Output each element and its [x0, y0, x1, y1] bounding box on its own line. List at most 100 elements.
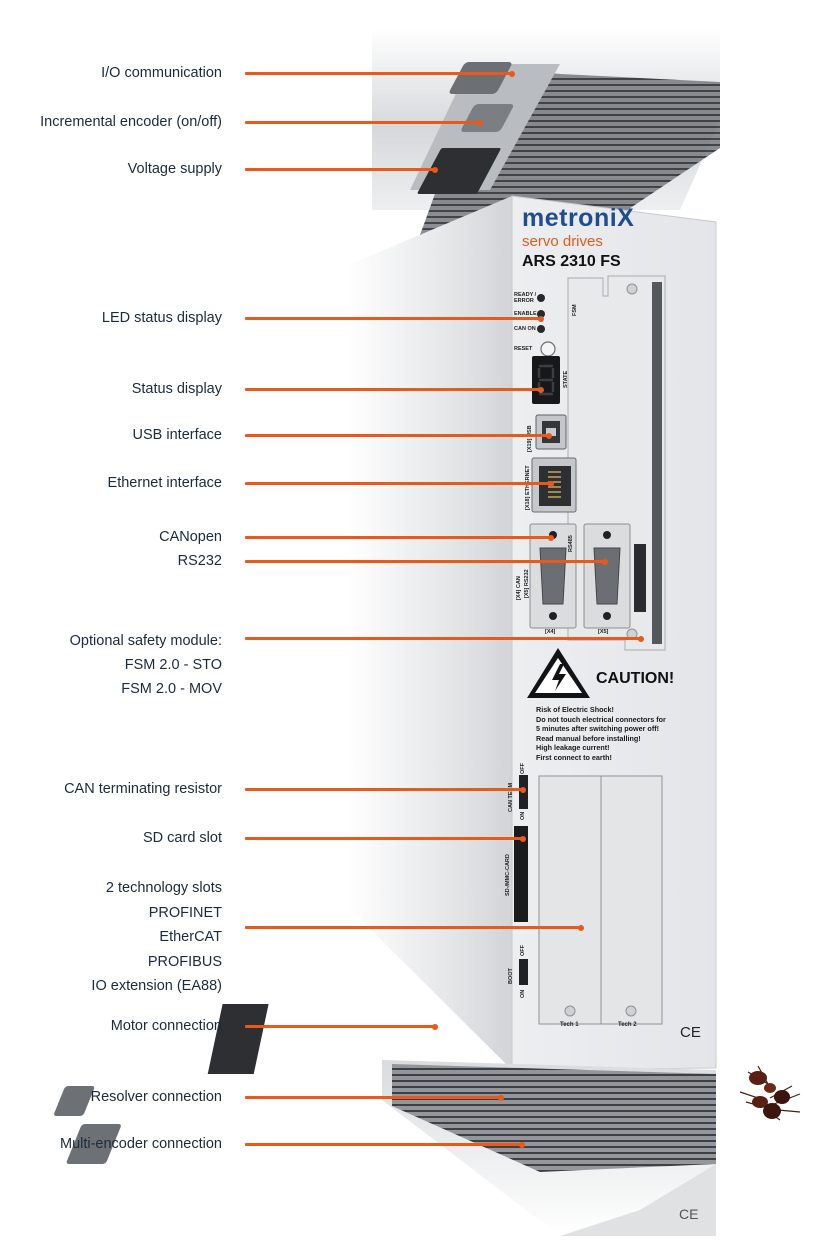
resolver-connector — [54, 1086, 95, 1116]
callout-line: RS232 — [177, 553, 222, 569]
callout-line: Multi-encoder connection — [59, 1136, 222, 1152]
reset-label: RESET — [514, 346, 533, 352]
led-can — [537, 325, 545, 333]
caution-line: Do not touch electrical connectors for — [536, 714, 666, 724]
leader-line — [245, 432, 552, 439]
callout-line: Motor connection — [110, 1018, 222, 1034]
callout-line: EtherCAT — [159, 929, 222, 945]
tech-slot-1 — [538, 775, 602, 1025]
caution-line: High leakage current! — [536, 743, 610, 753]
callout-line: Voltage supply — [127, 161, 222, 177]
tech-slot-2 — [600, 775, 663, 1025]
callout-label: Status display — [132, 380, 222, 398]
callout-line: 2 technology slots — [105, 880, 222, 896]
x5-label: [X5] — [598, 629, 609, 635]
can-label: [X4] CAN — [516, 576, 522, 600]
callout-line: CAN terminating resistor — [64, 781, 222, 797]
callout-label: 2 technology slots PROFINET EtherCAT PRO… — [91, 876, 222, 999]
ce-mark: CE — [680, 1024, 701, 1041]
leader-line — [245, 1023, 438, 1030]
callout-line: USB interface — [132, 427, 222, 443]
callout-line: FSM 2.0 - MOV — [121, 681, 222, 697]
callout-label: Voltage supply — [128, 160, 222, 178]
callout-label: I/O communication — [101, 64, 222, 82]
caution-line: Risk of Electric Shock! — [536, 705, 614, 714]
motor-connector — [207, 1004, 269, 1074]
leader-line — [245, 924, 584, 931]
leader-line — [245, 315, 544, 322]
led-ready-label: READY / ERROR — [514, 292, 537, 304]
callout-line: FSM 2.0 - STO — [124, 657, 222, 673]
callout-line: LED status display — [101, 310, 222, 326]
model-label: ARS 2310 FS — [522, 253, 621, 270]
boot-switch[interactable] — [519, 959, 528, 985]
callout-line: IO extension (EA88) — [91, 978, 222, 994]
callout-line: Ethernet interface — [107, 475, 222, 491]
led-can-label: CAN ON — [514, 326, 536, 332]
leader-line — [245, 635, 644, 642]
sd-card-slot — [514, 826, 528, 922]
ce-mark-bottom: CE — [679, 1206, 699, 1222]
leader-line — [245, 119, 483, 126]
callout-label: Resolver connection — [91, 1088, 222, 1106]
encoder-connector — [461, 104, 514, 132]
brand-logo: metroniX — [522, 204, 635, 232]
bottom-connector-module — [54, 1004, 716, 1236]
ant-figure — [739, 1065, 801, 1121]
caution-line: 5 minutes after switching power off! — [536, 724, 659, 734]
boot-label: BOOT — [508, 968, 514, 984]
can-term-on-label: ON — [520, 811, 526, 820]
callout-label: LED status display — [102, 309, 222, 327]
boot-off-label: OFF — [520, 945, 526, 956]
callout-label: Incremental encoder (on/off) — [40, 113, 222, 131]
callout-label: Ethernet interface — [108, 474, 222, 492]
state-label: STATE — [563, 370, 569, 388]
brand-tagline: servo drives — [522, 233, 603, 250]
callout-line: CANopen — [159, 529, 222, 545]
caution-line: First connect to earth! — [536, 752, 612, 762]
ethernet-label: [X18] ETHERNET — [525, 465, 531, 510]
callout-line: SD card slot — [143, 830, 222, 846]
callout-label: RS232 — [178, 552, 222, 570]
leader-line — [245, 786, 526, 793]
callout-label: SD card slot — [143, 829, 222, 847]
callout-label: USB interface — [133, 426, 222, 444]
caution-line: Read manual before installing! — [536, 733, 641, 743]
usb-label: [X19] USB — [527, 425, 533, 452]
rs485-label: RS485 — [568, 535, 574, 552]
supply-connector — [417, 148, 501, 194]
callout-line: Optional safety module: — [69, 633, 222, 649]
leader-line — [245, 835, 526, 842]
io-connector — [449, 62, 512, 94]
tech-2-label: Tech 2 — [618, 1022, 637, 1028]
rs232-label: [X5] RS232 — [524, 569, 530, 598]
callout-label: CANopen — [159, 528, 222, 546]
led-enable-label: ENABLE — [514, 311, 537, 317]
leader-line — [245, 1094, 504, 1101]
multi-encoder-connector — [66, 1124, 121, 1164]
leader-line — [245, 1141, 525, 1148]
fsm-label: FSM — [572, 304, 578, 316]
tech-1-label: Tech 1 — [560, 1022, 579, 1028]
callout-label: Optional safety module: FSM 2.0 - STO FS… — [70, 629, 222, 701]
callout-label: Motor connection — [111, 1017, 222, 1035]
leader-line — [245, 534, 554, 541]
leader-line — [245, 558, 608, 565]
callout-line: Resolver connection — [90, 1089, 222, 1105]
led-ready — [537, 294, 545, 302]
leader-line — [245, 70, 515, 77]
x4-label: [X4] — [545, 629, 556, 635]
leader-line — [245, 480, 554, 487]
sd-label: SD-/MMC-CARD — [505, 854, 511, 896]
can-term-off-label: OFF — [520, 763, 526, 774]
caution-title: CAUTION! — [596, 670, 675, 687]
callout-line: PROFIBUS — [147, 953, 222, 970]
leader-line — [245, 166, 438, 173]
callout-line: PROFINET — [148, 904, 222, 921]
housing-side — [346, 196, 512, 1070]
caution-text: Risk of Electric Shock! Do not touch ele… — [536, 705, 666, 763]
boot-on-label: ON — [520, 989, 526, 998]
